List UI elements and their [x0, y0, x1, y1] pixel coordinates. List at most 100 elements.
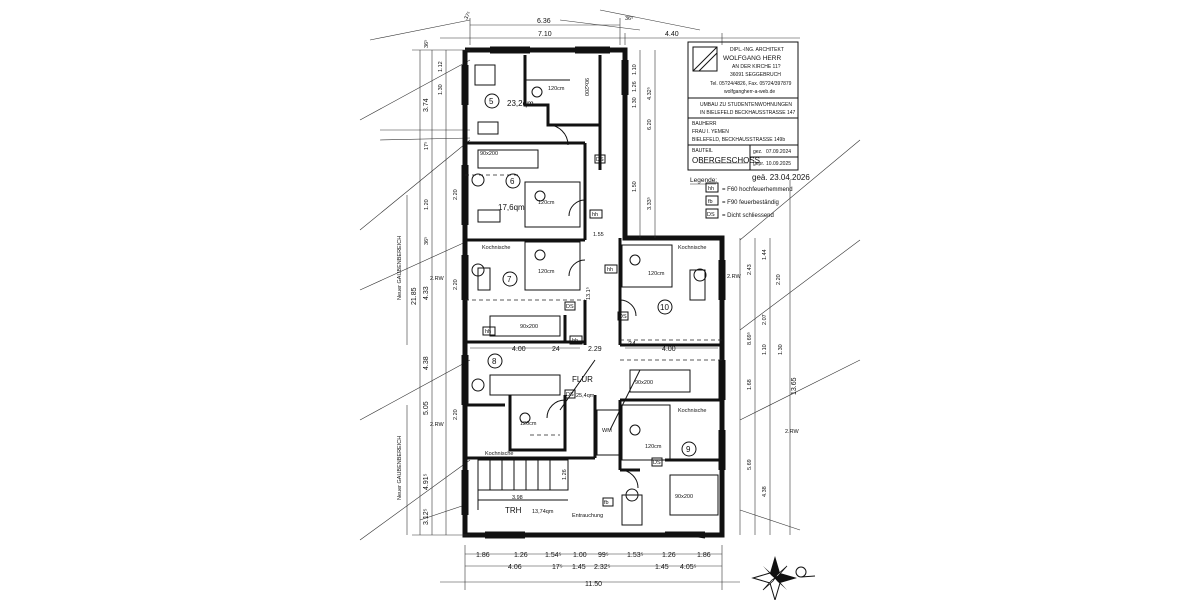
- dim-right-outer: 6.20: [647, 119, 653, 130]
- hh-symbol: hh: [485, 329, 491, 335]
- bed-label-9: 90x200: [675, 494, 693, 500]
- dim-bottom-2: 17⁵: [552, 564, 563, 571]
- dim-bottom-2: 1.45: [655, 564, 669, 571]
- dim-left-inner: 1.30: [438, 84, 444, 95]
- legend-symbol-box: [705, 182, 719, 193]
- dim-interior: 24: [552, 346, 560, 353]
- room-marker-5: [484, 93, 500, 109]
- dim-right-outer: 5.69: [747, 459, 753, 470]
- dim-interior: 2.29: [588, 346, 602, 353]
- exterior-walls: [461, 46, 726, 539]
- bed-label-10: 90x200: [635, 380, 653, 386]
- dim-top: 36⁵: [625, 15, 633, 22]
- dim-interior: 4.00: [662, 346, 676, 353]
- shower-label-7: 120cm: [538, 269, 555, 275]
- room-marker-6: [505, 173, 521, 189]
- bauherr-name: FRAU I. YEMEN: [692, 129, 729, 135]
- room-marker-7: [502, 271, 518, 287]
- architect-email: wolfgangherr-a-web.de: [724, 89, 775, 95]
- dim-right-inner: 2.07: [762, 314, 768, 325]
- architect-name: WOLFGANG HERR: [723, 55, 781, 62]
- shower-label-6: 120cm: [538, 200, 555, 206]
- dim-bottom-1: 1.26: [514, 552, 528, 559]
- dim-right-outer: 4.38: [762, 486, 768, 497]
- shower-label-5: 120cm: [548, 86, 565, 92]
- room-area-6: 17,6qm: [498, 203, 525, 212]
- dim-right-outer: 13.65: [791, 377, 798, 395]
- dim-right-inner: 2.20: [776, 274, 782, 285]
- trh-area: 13,74qm: [532, 509, 554, 515]
- dim-left: 5.05: [423, 401, 430, 415]
- room-number-9: 9: [686, 445, 691, 454]
- architect-role: DIPL.-ING. ARCHITEKT: [730, 47, 784, 53]
- gauben-label-lower: Neuer GAUBENBEREICH: [397, 436, 403, 500]
- architect-phone: Tel. 05?24/4826, Fax. 05?24/397879: [710, 81, 792, 87]
- ds-symbol: DS: [566, 304, 574, 310]
- dim-bottom-total: 11.50: [585, 581, 602, 588]
- furniture: [471, 64, 719, 526]
- dim-right-inner: 1.26: [632, 81, 638, 92]
- shower-label-9: 120cm: [645, 444, 662, 450]
- legend-symbol-box: [705, 195, 719, 206]
- dim-top: 4.40: [665, 31, 679, 38]
- dim-top: 6.36: [537, 18, 551, 25]
- dim-left-inner: 2.20: [453, 189, 459, 200]
- dim-bottom-1: 1.53⁵: [627, 552, 644, 559]
- dim-top: 7.10: [538, 31, 552, 38]
- dim-bottom-2: 4.06: [508, 564, 522, 571]
- bed-label-7: 90x200: [520, 324, 538, 330]
- shower-label-10: 120cm: [648, 271, 665, 277]
- ds-symbol: DS: [653, 460, 661, 466]
- dim-bottom-1: 1.26: [662, 552, 676, 559]
- bed-label-5: 90x200: [583, 78, 589, 96]
- top-dimensions: 6.36 7.10 4.40 37⁵ 36⁵ 36⁵: [423, 10, 800, 48]
- legend-title: Legende:: [690, 177, 717, 184]
- dim-right-inner: 1.30: [632, 97, 638, 108]
- gez-date: 07.09.2024: [766, 149, 791, 155]
- dim-left: 3.12⁵: [423, 508, 430, 525]
- shower-label-8: 120cm: [520, 421, 537, 427]
- legend-symbol-hh: hh: [708, 186, 714, 192]
- legend-text-fb: = F90 feuerbeständig: [722, 200, 779, 206]
- dim-top: 36⁵: [423, 40, 430, 48]
- gauben-label-upper: Neuer GAUBENBEREICH: [397, 236, 403, 300]
- ds-symbol: DS: [596, 157, 604, 163]
- title-block: DIPL.-ING. ARCHITEKT WOLFGANG HERR AN DE…: [687, 41, 799, 171]
- ds-symbol: DS: [619, 314, 627, 320]
- bauteil-value: OBERGESCHOSS: [692, 156, 760, 165]
- dim-bottom-2: 2.32⁵: [594, 564, 611, 571]
- dim-bottom-1: 1.86: [476, 552, 490, 559]
- dim-interior: 1.26: [562, 469, 568, 480]
- dim-left-inner: 2.RW: [430, 422, 444, 428]
- kochnische-label-8: Kochnische: [485, 451, 513, 457]
- dim-bottom-1: 1.86: [697, 552, 711, 559]
- bottom-dimensions: 1.86 1.26 1.54⁵ 1.00 99⁵ 1.53⁵ 1.26 1.86…: [440, 545, 740, 590]
- dim-bottom-1: 99⁵: [598, 552, 609, 559]
- dim-right-inner: 1.50: [632, 181, 638, 192]
- kochnische-label-10: Kochnische: [678, 245, 706, 251]
- flur-area: 25,4qm: [576, 393, 595, 399]
- dim-bottom-2: 1.45: [572, 564, 586, 571]
- project-line-1: UMBAU ZU STUDENTENWOHNUNGEN: [700, 102, 792, 108]
- dim-right-inner: 1.10: [762, 344, 768, 355]
- room-labels: 5 23,2qm 6 17,6qm 7 8 9 10 FLUR 25,4qm T…: [480, 78, 706, 519]
- bauteil-label: BAUTEIL: [692, 148, 713, 154]
- dim-interior: 13.1⁵: [585, 287, 592, 300]
- dim-left-inner: 2.20: [453, 409, 459, 420]
- room-number-10: 10: [660, 303, 669, 312]
- dim-bottom-1: 1.54⁵: [545, 552, 562, 559]
- architect-logo: [692, 46, 718, 72]
- dim-left: 1.20: [424, 199, 430, 210]
- bed-label-6: 90x200: [480, 151, 498, 157]
- left-dimensions: 3.74 17⁵ 1.20 36⁵ 4.33 21.85 4.38 5.05 4…: [411, 49, 470, 536]
- staircase: [477, 459, 569, 510]
- legend-text-ds: = Dicht schliessend: [722, 213, 774, 219]
- room-marker-10: [657, 299, 673, 315]
- revision-note: geä. 23.04.2026: [752, 173, 810, 182]
- bauherr-label: BAUHERR: [692, 121, 717, 127]
- gepr-label: gepr.: [753, 161, 764, 167]
- legend-symbol-fb: fb: [708, 199, 713, 205]
- dim-left-inner: 1.12: [438, 61, 444, 72]
- dim-right-outer: 4.32⁵: [646, 87, 653, 100]
